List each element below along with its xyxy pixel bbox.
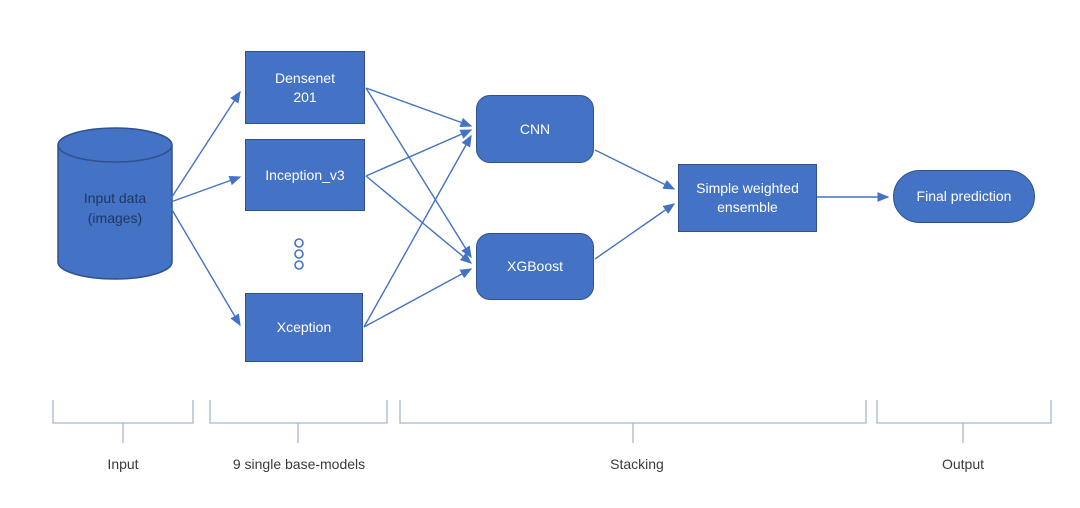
- node-final-prediction: Final prediction: [893, 170, 1035, 223]
- arrow-xception-to-xgboost: [363, 268, 473, 328]
- arrow-densenet-to-cnn: [365, 87, 473, 128]
- stage-label-base-models: 9 single base-models: [232, 456, 366, 472]
- bracket-input: [52, 400, 194, 443]
- stage-label-output: Output: [941, 456, 985, 472]
- node-xception: Xception: [245, 293, 363, 362]
- node-simple-weighted-ensemble: Simple weighted ensemble: [678, 164, 817, 232]
- arrow-densenet-to-xgboost: [365, 87, 472, 259]
- stage-label-input: Input: [107, 456, 139, 472]
- bracket-base-models: [209, 400, 388, 443]
- arrow-input-to-xception: [167, 202, 241, 327]
- bracket-output: [876, 400, 1052, 443]
- arrow-input-to-densenet: [167, 90, 241, 204]
- node-inception-v3: Inception_v3: [245, 139, 365, 211]
- arrow-xception-to-cnn: [363, 134, 472, 328]
- node-input-data-label: Input data (images): [83, 190, 147, 226]
- node-cnn: CNN: [476, 95, 594, 163]
- database-cylinder-shape: [57, 127, 173, 280]
- arrow-input-to-inception: [167, 175, 242, 204]
- node-xgboost: XGBoost: [476, 233, 594, 300]
- bracket-stacking: [399, 400, 867, 443]
- arrow-inception-to-xgboost: [365, 175, 473, 264]
- more-models-dots-icon: [294, 238, 304, 270]
- arrow-inception-to-cnn: [365, 129, 473, 177]
- stage-label-stacking: Stacking: [610, 456, 664, 472]
- arrow-xgboost-to-ensemble: [594, 203, 676, 260]
- node-densenet-201: Densenet 201: [245, 51, 365, 124]
- arrow-cnn-to-ensemble: [594, 149, 676, 190]
